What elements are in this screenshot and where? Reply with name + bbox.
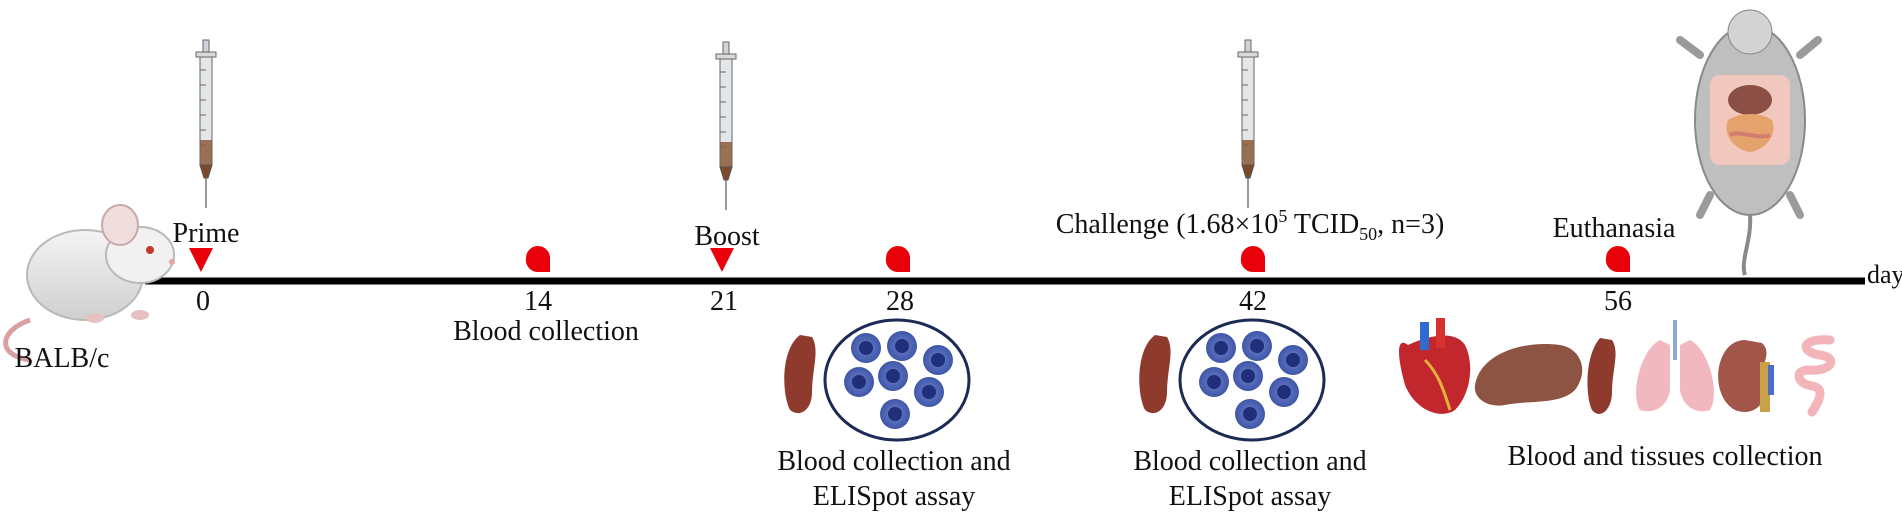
spleen-icon <box>1587 338 1616 414</box>
syringe-icon <box>715 41 737 211</box>
heart-icon <box>1399 318 1471 414</box>
blood-collection-caption: Blood collection <box>453 316 639 347</box>
assay-caption-42-line1: Blood collection and <box>1133 446 1366 477</box>
dissected-mouse-icon <box>1676 9 1822 276</box>
cell-dish-icon <box>823 318 971 442</box>
day-label: 56 <box>1604 286 1632 317</box>
lung-icon <box>1636 320 1714 412</box>
axis-unit-label: days <box>1867 260 1902 289</box>
syringe-icon <box>1237 39 1259 209</box>
day-label: 14 <box>524 286 552 317</box>
strain-label: BALB/c <box>15 343 110 374</box>
assay-caption-42-line2: ELISpot assay <box>1169 481 1332 512</box>
blood-drop-icon <box>1605 246 1630 273</box>
assay-caption-28-line1: Blood collection and <box>777 446 1010 477</box>
prime-label: Prime <box>173 218 240 249</box>
tissues-caption: Blood and tissues collection <box>1508 441 1823 472</box>
day-label: 42 <box>1239 286 1267 317</box>
spleen-icon <box>1139 335 1171 414</box>
euthanasia-label: Euthanasia <box>1553 213 1676 244</box>
syringe-icon <box>195 39 217 209</box>
mouse-icon <box>3 204 175 363</box>
liver-icon <box>1474 344 1583 406</box>
intestine-icon <box>1794 335 1836 417</box>
day-label: 28 <box>886 286 914 317</box>
cell-dish-icon <box>1178 318 1326 442</box>
blood-drop-icon <box>525 246 550 273</box>
injection-marker-icon <box>189 248 213 272</box>
day-label: 0 <box>196 286 210 317</box>
spleen-icon <box>784 335 816 414</box>
boost-label: Boost <box>694 221 760 252</box>
day-label: 21 <box>710 286 738 317</box>
challenge-label: Challenge (1.68×105 TCID50, n=3) <box>1056 206 1445 244</box>
blood-drop-icon <box>885 246 910 273</box>
blood-drop-icon <box>1240 246 1265 273</box>
assay-caption-28-line2: ELISpot assay <box>813 481 976 512</box>
injection-marker-icon <box>710 248 734 272</box>
kidney-icon <box>1718 340 1774 412</box>
